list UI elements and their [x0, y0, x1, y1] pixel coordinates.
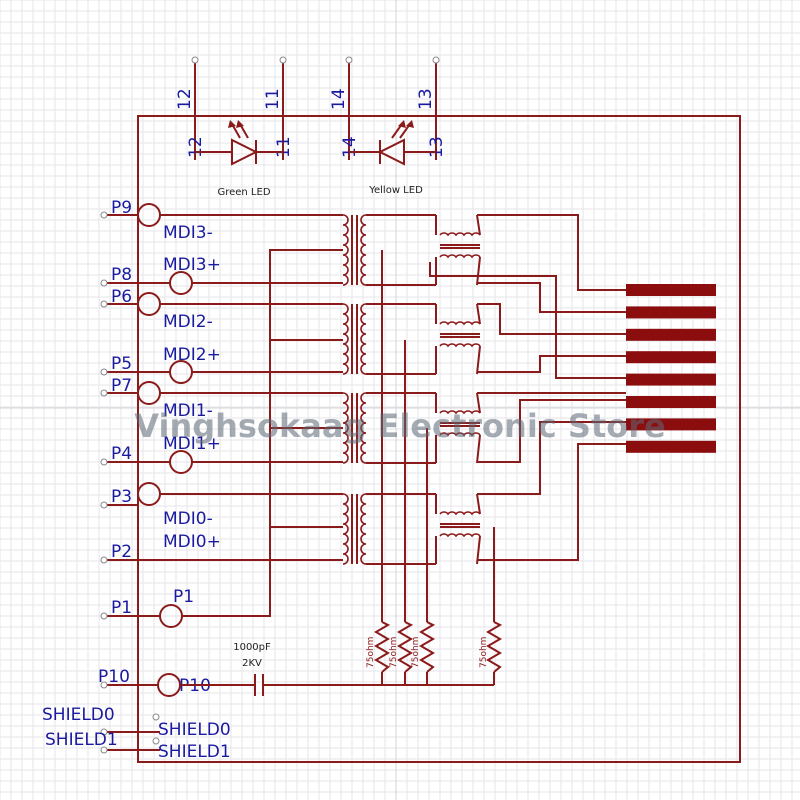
resistor-label-1: 75ohm: [366, 637, 376, 668]
label-mdi1-plus: MDI1+: [163, 434, 221, 454]
pin-p5-end[interactable]: [100, 368, 108, 376]
pin-label-p9: P9: [111, 198, 132, 218]
rj45-pad-7: [626, 418, 716, 431]
pin-label-p4: P4: [111, 444, 132, 464]
led-pins: 12 11 14 13 12 11 14 13: [175, 56, 447, 160]
pin-shield0-end[interactable]: [100, 728, 108, 736]
pin-label-shield1: SHIELD1: [45, 730, 118, 750]
pin-p6-end[interactable]: [100, 300, 108, 308]
pin-label-p8: P8: [111, 265, 132, 285]
label-p1-inner: P1: [173, 587, 194, 607]
capacitor-voltage: 2KV: [242, 658, 262, 669]
transformers: [342, 214, 481, 565]
led-pin-label-inner-13: 13: [427, 136, 447, 158]
rj45-pad-4: [626, 351, 716, 364]
label-mdi3-plus: MDI3+: [163, 255, 221, 275]
rj45-pad-5: [626, 373, 716, 386]
pin-label-p10: P10: [98, 667, 130, 687]
led-pin-13-end[interactable]: [432, 56, 440, 64]
green-led-label: Green LED: [217, 187, 270, 198]
pin-p8-end[interactable]: [100, 279, 108, 287]
pin-label-p1: P1: [111, 598, 132, 618]
pin-label-p7: P7: [111, 376, 132, 396]
rj45-pad-8: [626, 440, 716, 453]
capacitor-value: 1000pF: [233, 642, 271, 653]
label-mdi3-minus: MDI3-: [163, 223, 213, 243]
led-pin-label-inner-14: 14: [340, 136, 360, 158]
led-pin-12-end[interactable]: [191, 56, 199, 64]
label-shield0-inner: SHIELD0: [158, 720, 231, 740]
rj45-pad-6: [626, 396, 716, 408]
led-pin-label-top-13: 13: [416, 88, 436, 110]
pin-p2-end[interactable]: [100, 556, 108, 564]
rj45-contact-pads: [626, 284, 716, 453]
led-pin-label-inner-12: 12: [186, 136, 206, 158]
rj45-pad-3: [626, 328, 716, 341]
led-pin-14-end[interactable]: [345, 56, 353, 64]
pin-label-p3: P3: [111, 487, 132, 507]
pin-label-p2: P2: [111, 542, 132, 562]
pin-p9-end[interactable]: [100, 211, 108, 219]
rj45-pad-1: [626, 284, 716, 296]
label-shield1-inner: SHIELD1: [158, 742, 231, 762]
label-mdi2-minus: MDI2-: [163, 312, 213, 332]
led-pin-11-end[interactable]: [279, 56, 287, 64]
termination-resistors: [374, 580, 503, 685]
led-pin-label-top-11: 11: [263, 88, 283, 110]
label-mdi2-plus: MDI2+: [163, 345, 221, 365]
label-mdi1-minus: MDI1-: [163, 401, 213, 421]
pin-label-p5: P5: [111, 354, 132, 374]
rj45-routing: [381, 214, 626, 580]
capacitor-symbol: [254, 674, 264, 696]
pair-wiring: [138, 214, 494, 686]
pin-label-shield0: SHIELD0: [42, 705, 115, 725]
resistor-3: [419, 621, 436, 673]
yellow-led-symbol: [349, 120, 436, 166]
left-pin-stubs: [100, 211, 170, 754]
pin-shield1-end[interactable]: [100, 746, 108, 754]
rj45-pad-2: [626, 306, 716, 319]
green-led-symbol: [195, 120, 283, 166]
led-pin-label-top-12: 12: [175, 88, 195, 110]
resistor-1: [374, 621, 391, 673]
label-mdi0-minus: MDI0-: [163, 509, 213, 529]
resistor-label-4: 75ohm: [479, 637, 489, 668]
resistor-4: [486, 621, 503, 673]
resistor-label-2: 75ohm: [389, 637, 399, 668]
pin-p3-end[interactable]: [100, 501, 108, 509]
store-watermark: Vinghsokaag Electronic Store: [134, 407, 665, 445]
component-outline: [137, 115, 741, 763]
pin-label-p6: P6: [111, 287, 132, 307]
pin-p7-end[interactable]: [100, 389, 108, 397]
label-mdi0-plus: MDI0+: [163, 532, 221, 552]
resistor-2: [397, 621, 414, 673]
resistor-label-3: 75ohm: [411, 637, 421, 668]
led-pin-label-inner-11: 11: [274, 136, 294, 158]
pin-p4-end[interactable]: [100, 458, 108, 466]
yellow-led-label: Yellow LED: [368, 185, 423, 196]
pin-p1-end[interactable]: [100, 612, 108, 620]
pin-p10-end[interactable]: [100, 681, 108, 689]
led-pin-label-top-14: 14: [329, 88, 349, 110]
